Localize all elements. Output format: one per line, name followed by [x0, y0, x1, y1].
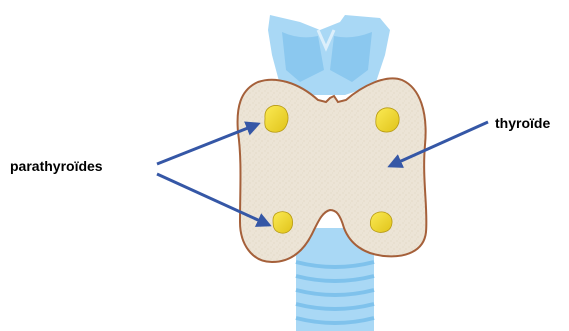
- parathyroid-upper-right: [376, 108, 399, 132]
- label-parathyroides: parathyroïdes: [10, 158, 103, 174]
- parathyroid-lower-left: [273, 212, 293, 233]
- label-thyroide: thyroïde: [495, 115, 550, 131]
- parathyroid-upper-left: [265, 106, 288, 133]
- parathyroid-lower-right: [370, 212, 392, 232]
